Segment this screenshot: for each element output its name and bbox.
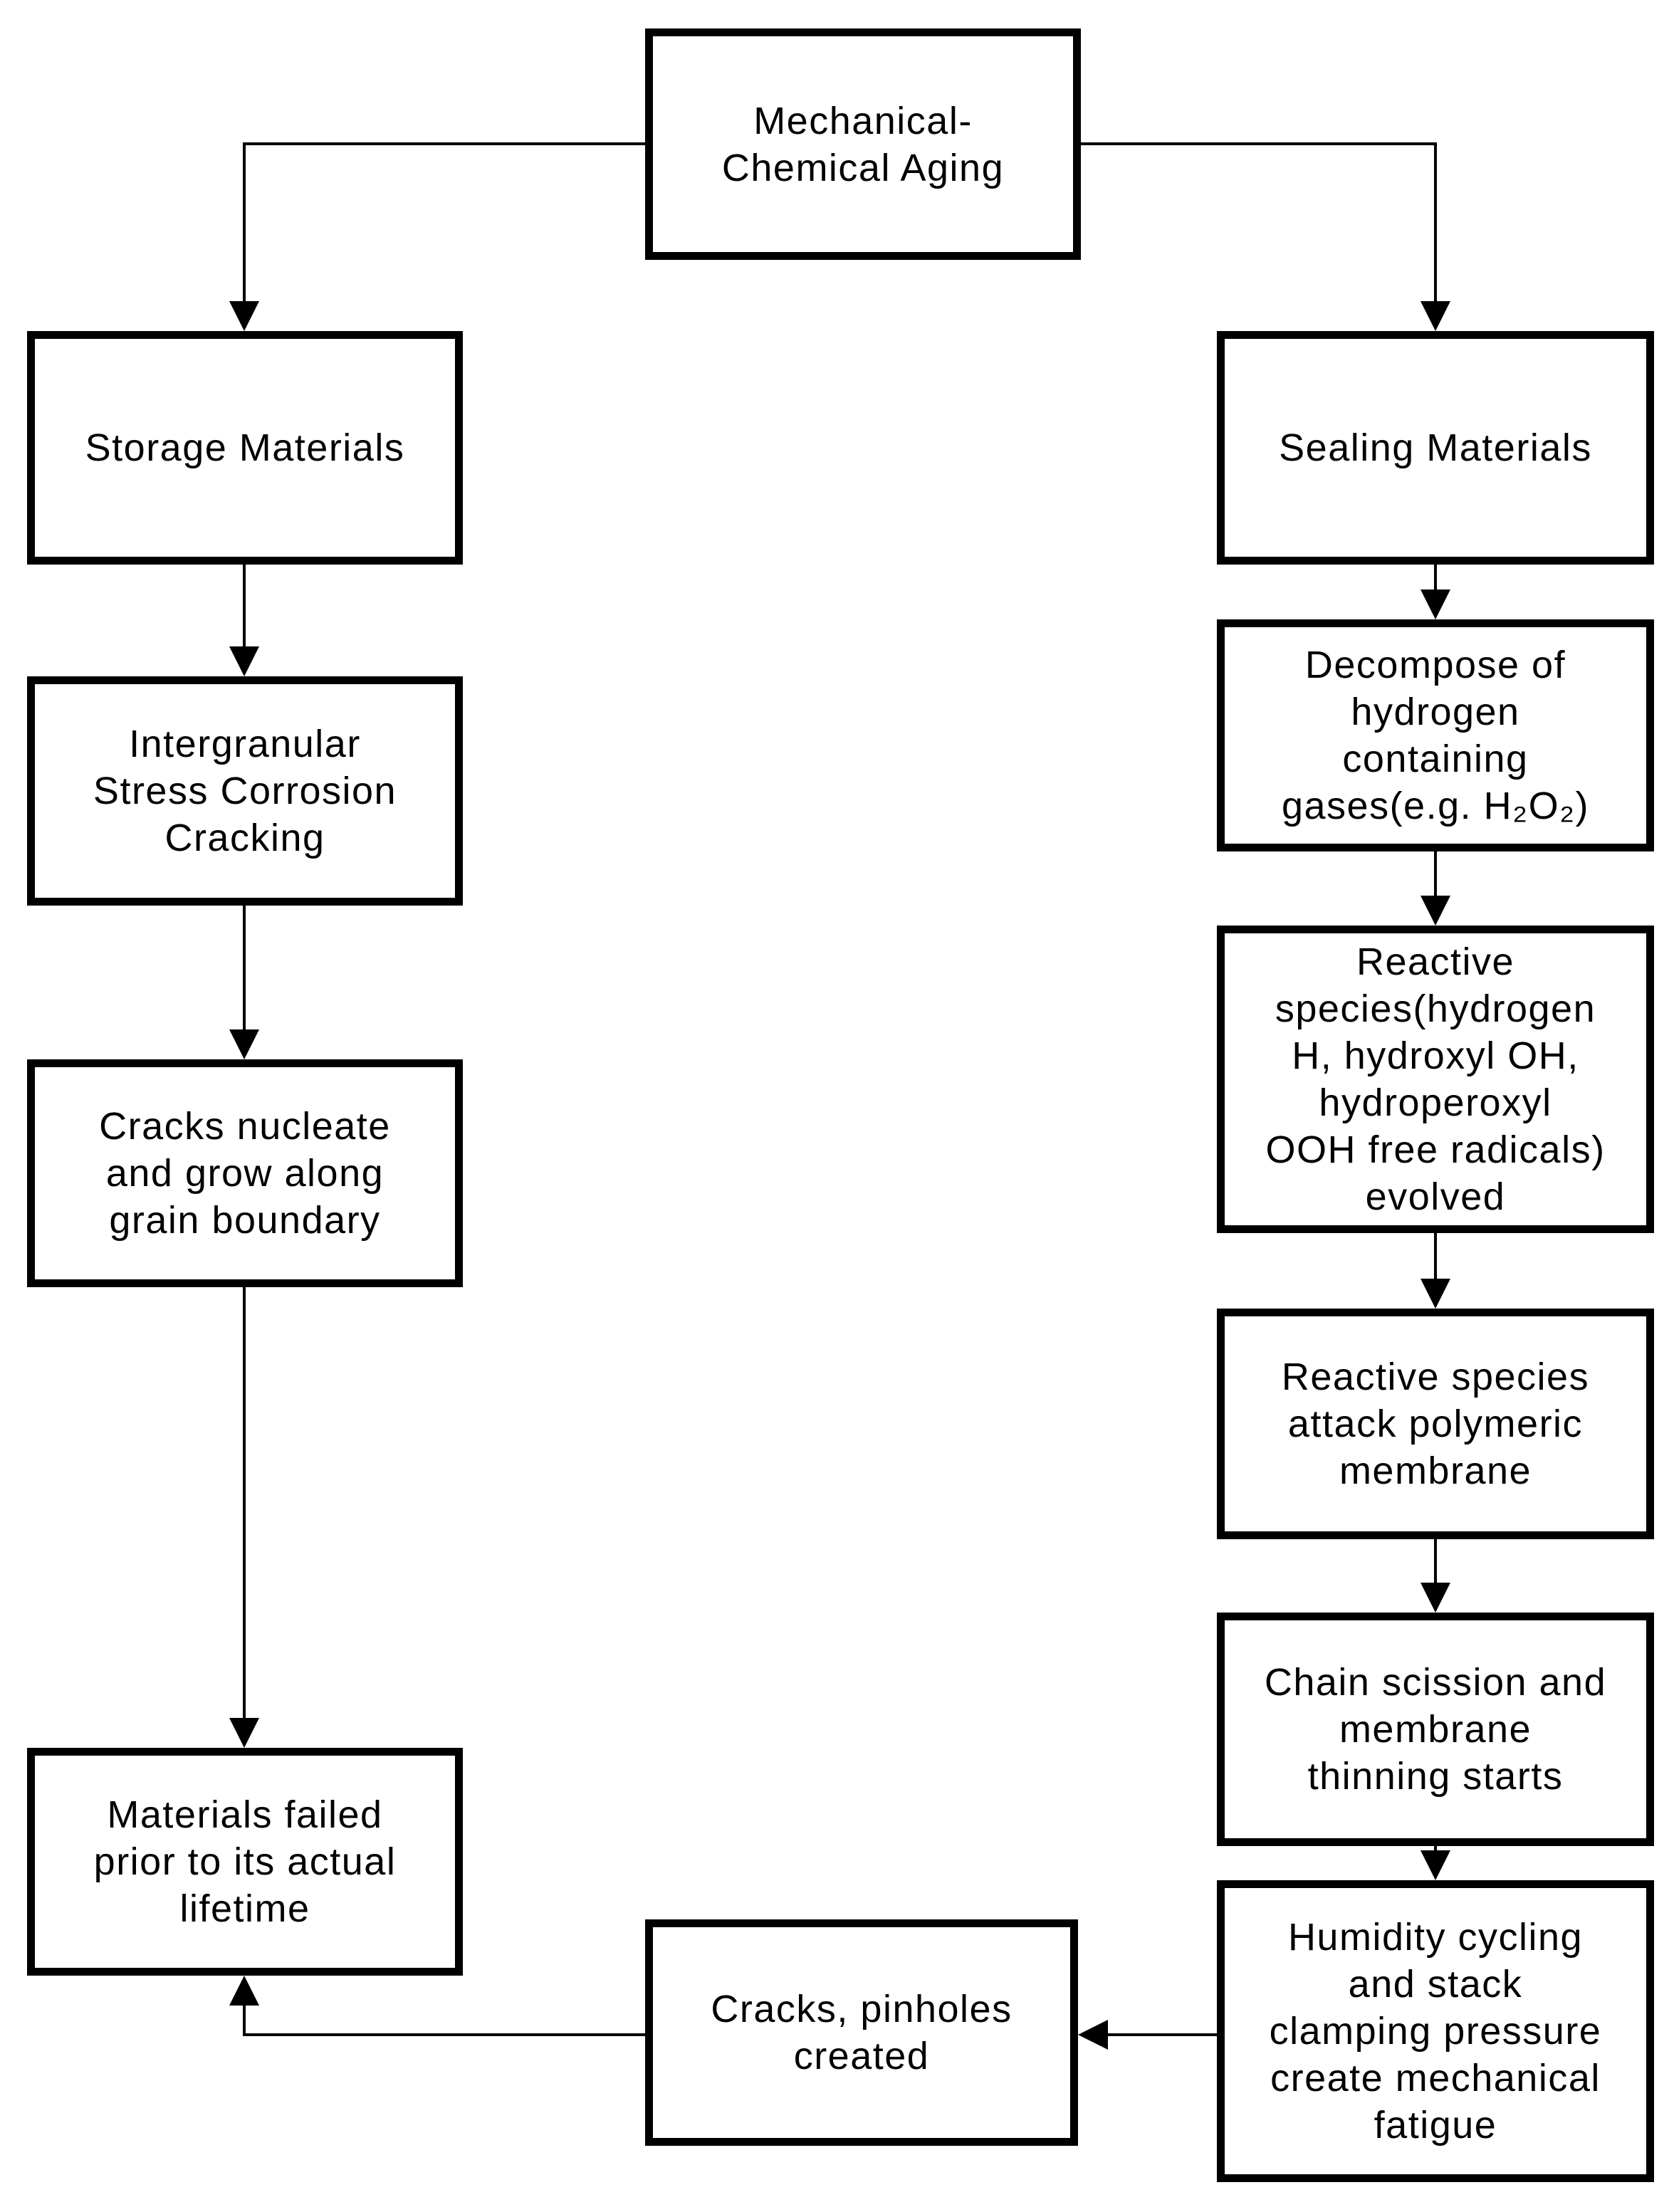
node-label: Materials failed prior to its actual lif…: [93, 1793, 397, 1930]
connector-sealing-to-decompose: [1434, 565, 1437, 591]
node-mechanical-chemical-aging: Mechanical- Chemical Aging: [645, 28, 1081, 260]
node-label: Cracks nucleate and grow along grain bou…: [99, 1105, 391, 1242]
node-cracks-pinholes-created: Cracks, pinholes created: [645, 1919, 1078, 2146]
connector-reactive-evolved-to-attack: [1434, 1233, 1437, 1280]
connector-storage-to-iscc: [243, 565, 246, 648]
arrowhead-into-materials-failed-bottom: [229, 1976, 259, 2006]
node-label: Mechanical- Chemical Aging: [721, 99, 1005, 189]
node-label: Storage Materials: [85, 426, 405, 469]
node-label: Intergranular Stress Corrosion Cracking: [93, 723, 397, 859]
arrowhead-into-storage-materials: [229, 301, 259, 331]
node-label: Reactive species attack polymeric membra…: [1281, 1356, 1590, 1492]
node-storage-materials: Storage Materials: [27, 331, 463, 565]
arrowhead-into-sealing-materials: [1421, 301, 1450, 331]
connector-root-to-sealing-horizontal: [1081, 142, 1437, 145]
node-intergranular-stress-corrosion-cracking: Intergranular Stress Corrosion Cracking: [27, 676, 463, 906]
node-chain-scission-membrane-thinning: Chain scission and membrane thinning sta…: [1217, 1613, 1654, 1846]
arrowhead-into-cracks-grow: [229, 1029, 259, 1059]
arrowhead-into-humidity: [1421, 1850, 1450, 1880]
connector-root-to-sealing-vertical: [1434, 142, 1437, 303]
connector-humidity-to-cracks-pinholes: [1108, 2033, 1217, 2036]
connector-chain-scission-to-humidity: [1434, 1846, 1437, 1852]
node-label: Reactive species(hydrogen H, hydroxyl OH…: [1265, 940, 1606, 1218]
node-label: Cracks, pinholes created: [711, 1988, 1013, 2077]
node-label: Decompose of hydrogen containing gases(e…: [1281, 644, 1590, 827]
arrowhead-into-decompose: [1421, 589, 1450, 619]
node-label: Sealing Materials: [1279, 426, 1592, 469]
node-sealing-materials: Sealing Materials: [1217, 331, 1654, 565]
arrowhead-into-chain-scission: [1421, 1583, 1450, 1613]
connector-decompose-to-reactive-evolved: [1434, 851, 1437, 897]
arrowhead-into-reactive-evolved: [1421, 896, 1450, 926]
connector-iscc-to-cracks-grow: [243, 906, 246, 1031]
arrowhead-into-iscc: [229, 646, 259, 676]
node-decompose-hydrogen-gases: Decompose of hydrogen containing gases(e…: [1217, 619, 1654, 851]
node-reactive-species-attack-membrane: Reactive species attack polymeric membra…: [1217, 1309, 1654, 1539]
arrowhead-into-materials-failed-top: [229, 1718, 259, 1748]
connector-attack-to-chain-scission: [1434, 1539, 1437, 1584]
node-materials-failed: Materials failed prior to its actual lif…: [27, 1748, 463, 1976]
node-label: Humidity cycling and stack clamping pres…: [1269, 1916, 1602, 2147]
node-reactive-species-evolved: Reactive species(hydrogen H, hydroxyl OH…: [1217, 926, 1654, 1233]
connector-cracks-pinholes-to-failed-horizontal: [243, 2033, 645, 2036]
node-humidity-cycling-mechanical-fatigue: Humidity cycling and stack clamping pres…: [1217, 1880, 1654, 2182]
connector-root-to-storage-horizontal: [243, 142, 645, 145]
node-cracks-nucleate-grow: Cracks nucleate and grow along grain bou…: [27, 1059, 463, 1287]
arrowhead-into-cracks-pinholes: [1078, 2020, 1108, 2050]
node-label: Chain scission and membrane thinning sta…: [1264, 1661, 1607, 1798]
connector-root-to-storage-vertical: [243, 142, 246, 303]
connector-cracks-grow-to-failed: [243, 1287, 246, 1719]
arrowhead-into-reactive-attack: [1421, 1279, 1450, 1309]
connector-cracks-pinholes-to-failed-vertical: [243, 2004, 246, 2036]
